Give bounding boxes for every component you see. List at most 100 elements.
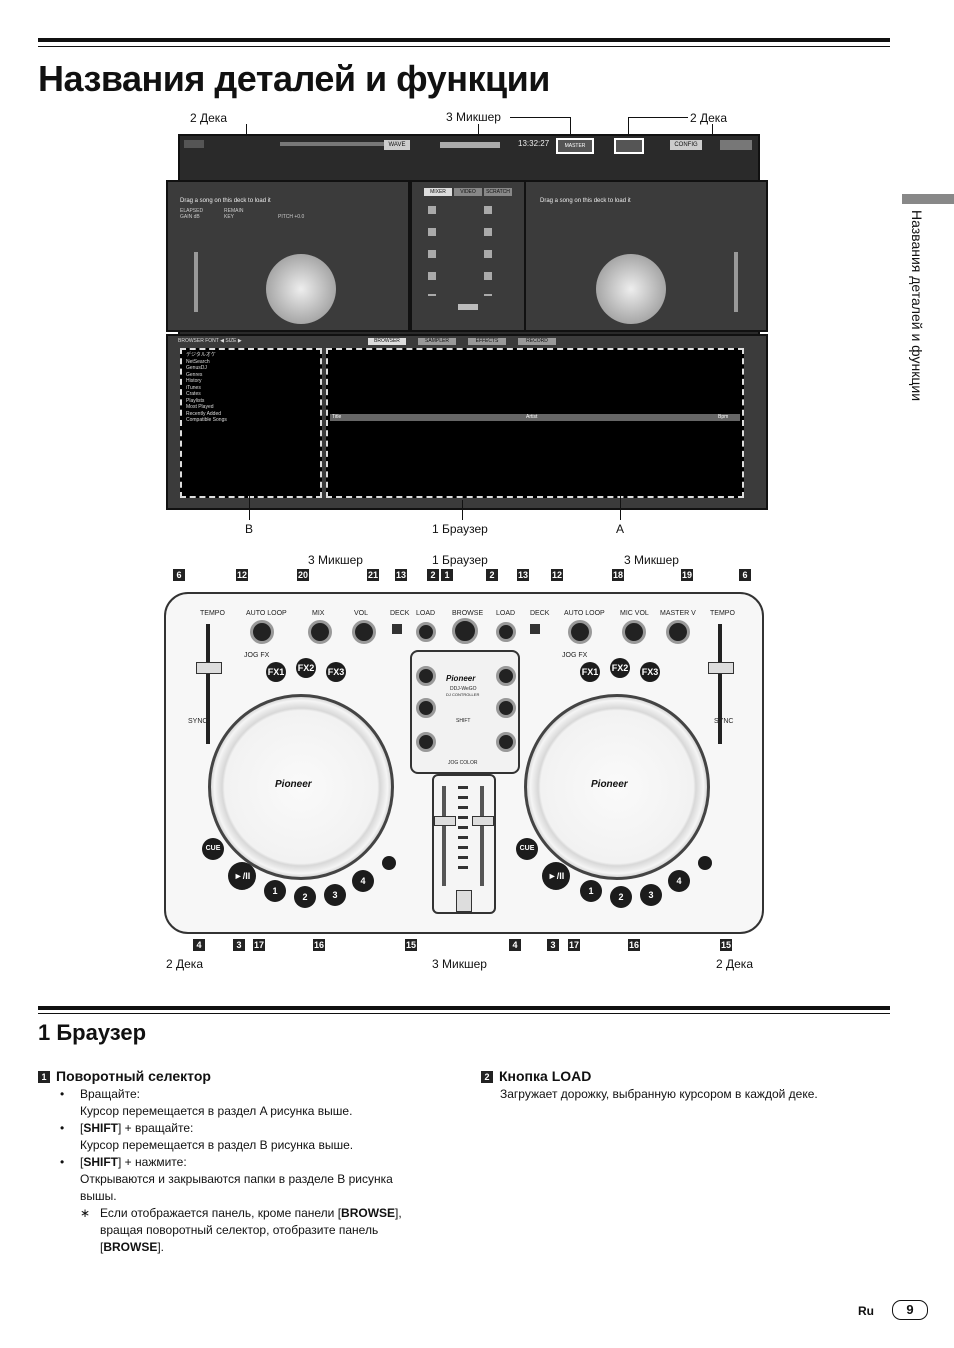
crossfader[interactable] bbox=[456, 890, 472, 912]
mixer-tab-video[interactable]: VIDEO bbox=[454, 188, 482, 196]
folder-item[interactable]: Crates bbox=[186, 391, 201, 397]
bullet-head: ] + вращайте: bbox=[118, 1121, 194, 1135]
tempo-slider-left[interactable] bbox=[206, 624, 210, 744]
hot-cue-3-left[interactable]: 3 bbox=[324, 884, 346, 906]
hot-cue-3-right[interactable]: 3 bbox=[640, 884, 662, 906]
browser-tab-effects[interactable]: EFFECTS bbox=[468, 338, 506, 345]
master-button[interactable]: MASTER bbox=[556, 138, 594, 154]
jog-wheel-right[interactable]: Pioneer bbox=[524, 694, 710, 880]
mic-vol-knob[interactable] bbox=[622, 620, 646, 644]
browser-tab-sampler[interactable]: SAMPLER bbox=[418, 338, 456, 345]
folder-item[interactable]: Most Played bbox=[186, 404, 214, 410]
auto-loop-knob-left[interactable] bbox=[250, 620, 274, 644]
eq-hi-right[interactable] bbox=[496, 666, 516, 686]
left-virtual-jog[interactable] bbox=[266, 254, 336, 324]
fx3-button-left[interactable]: FX3 bbox=[326, 662, 346, 682]
cue-button-right[interactable]: CUE bbox=[516, 838, 538, 860]
mic-vol-label: MIC VOL bbox=[620, 610, 649, 617]
left-deck-panel: Drag a song on this deck to load it ELAP… bbox=[166, 180, 410, 332]
label-deck-bottom-right: 2 Дека bbox=[716, 957, 753, 971]
hot-cue-4-left[interactable]: 4 bbox=[352, 870, 374, 892]
play-pause-button-right[interactable]: ►/II bbox=[542, 862, 570, 890]
channel-fader-right[interactable] bbox=[480, 786, 484, 886]
label-deck-left: 2 Дека bbox=[190, 111, 227, 125]
folder-item[interactable]: Genres bbox=[186, 371, 203, 378]
auto-loop-knob-right[interactable] bbox=[568, 620, 592, 644]
right-eq-knobs[interactable] bbox=[484, 206, 492, 296]
bullet-head: ] + нажмите: bbox=[118, 1155, 187, 1169]
hot-cue-2-left[interactable]: 2 bbox=[294, 886, 316, 908]
app-logo bbox=[184, 140, 204, 148]
folder-item[interactable]: Compatible Songs bbox=[186, 417, 227, 423]
load-button-left[interactable] bbox=[416, 622, 436, 642]
column-artist[interactable]: Artist bbox=[526, 414, 538, 420]
mixer-tab-scratch[interactable]: SCRATCH bbox=[484, 188, 512, 196]
window-controls[interactable] bbox=[720, 140, 752, 150]
folder-item[interactable]: GenusDJ bbox=[186, 365, 207, 371]
fx1-button-right[interactable]: FX1 bbox=[580, 662, 600, 682]
folder-item[interactable]: NetSearch bbox=[186, 358, 210, 365]
eq-hi-left[interactable] bbox=[416, 666, 436, 686]
master-vol-knob[interactable] bbox=[666, 620, 690, 644]
tempo-slider-right[interactable] bbox=[718, 624, 722, 744]
layout-buttons[interactable] bbox=[440, 142, 500, 148]
fx2-button-right[interactable]: FX2 bbox=[610, 658, 630, 678]
jog-wheel-left[interactable]: Pioneer bbox=[208, 694, 394, 880]
browser-font-size[interactable]: BROWSER FONT ◀ SIZE ▶ bbox=[178, 338, 242, 344]
folder-item[interactable]: History bbox=[186, 378, 202, 384]
leader-line bbox=[628, 117, 629, 135]
eq-mid-right[interactable] bbox=[496, 698, 516, 718]
right-pitch-slider[interactable] bbox=[734, 252, 738, 312]
folder-item[interactable]: iTunes bbox=[186, 384, 201, 391]
folder-item[interactable]: デジタルオケ bbox=[186, 352, 216, 358]
right-virtual-jog[interactable] bbox=[596, 254, 666, 324]
wave-button[interactable]: WAVE bbox=[384, 140, 410, 150]
left-eq-knobs[interactable] bbox=[428, 206, 436, 296]
eq-mid-left[interactable] bbox=[416, 698, 436, 718]
eq-low-right[interactable] bbox=[496, 732, 516, 752]
tempo-slider-cap-right[interactable] bbox=[708, 662, 734, 674]
browse-rotary-selector[interactable] bbox=[452, 618, 478, 644]
browser-tab-record[interactable]: RECORD bbox=[518, 338, 556, 345]
deck-button-left[interactable] bbox=[392, 624, 402, 634]
label-section-a: A bbox=[616, 522, 625, 536]
page-number: 9 bbox=[892, 1300, 928, 1320]
hot-cue-2-right[interactable]: 2 bbox=[610, 886, 632, 908]
fx3-button-right[interactable]: FX3 bbox=[640, 662, 660, 682]
load-button-right[interactable] bbox=[496, 622, 516, 642]
mixer-tab-mixer[interactable]: MIXER bbox=[424, 188, 452, 196]
sampler-button-right[interactable] bbox=[698, 856, 712, 870]
channel-fader-left[interactable] bbox=[442, 786, 446, 886]
leader-line bbox=[620, 496, 621, 520]
folder-tree-section-b[interactable]: デジタルオケ NetSearch GenusDJ Genres History … bbox=[180, 348, 322, 498]
headphone-vol-knob[interactable] bbox=[352, 620, 376, 644]
tempo-slider-cap-left[interactable] bbox=[196, 662, 222, 674]
sampler-button-left[interactable] bbox=[382, 856, 396, 870]
headphone-mix-knob[interactable] bbox=[308, 620, 332, 644]
item-number: 2 bbox=[481, 1071, 493, 1083]
channel-fader-cap-right[interactable] bbox=[472, 816, 494, 826]
virtual-crossfader[interactable] bbox=[458, 304, 478, 310]
left-pitch-slider[interactable] bbox=[194, 252, 198, 312]
deck-button-right[interactable] bbox=[530, 624, 540, 634]
song-list-section-a[interactable]: Title Artist Bpm bbox=[326, 348, 744, 498]
decks-button[interactable] bbox=[614, 138, 644, 154]
folder-item[interactable]: Recently Added bbox=[186, 410, 222, 417]
hot-cue-1-right[interactable]: 1 bbox=[580, 880, 602, 902]
column-bpm[interactable]: Bpm bbox=[718, 414, 729, 420]
item-bullets: Вращайте: Курсор перемещается в раздел A… bbox=[38, 1086, 438, 1256]
browser-tab-browser[interactable]: BROWSER bbox=[368, 338, 406, 345]
play-pause-button-left[interactable]: ►/II bbox=[228, 862, 256, 890]
column-title[interactable]: Title bbox=[332, 414, 342, 420]
hot-cue-4-right[interactable]: 4 bbox=[668, 870, 690, 892]
fx2-button-left[interactable]: FX2 bbox=[296, 658, 316, 678]
hot-cue-1-left[interactable]: 1 bbox=[264, 880, 286, 902]
mix-label: MIX bbox=[312, 610, 325, 617]
channel-fader-cap-left[interactable] bbox=[434, 816, 456, 826]
note-mid: ], вращая поворотный селектор, отобразит… bbox=[100, 1206, 402, 1254]
config-button[interactable]: CONFIG bbox=[670, 140, 702, 150]
cue-button-left[interactable]: CUE bbox=[202, 838, 224, 860]
folder-item[interactable]: Playlists bbox=[186, 397, 205, 404]
eq-low-left[interactable] bbox=[416, 732, 436, 752]
fx1-button-left[interactable]: FX1 bbox=[266, 662, 286, 682]
